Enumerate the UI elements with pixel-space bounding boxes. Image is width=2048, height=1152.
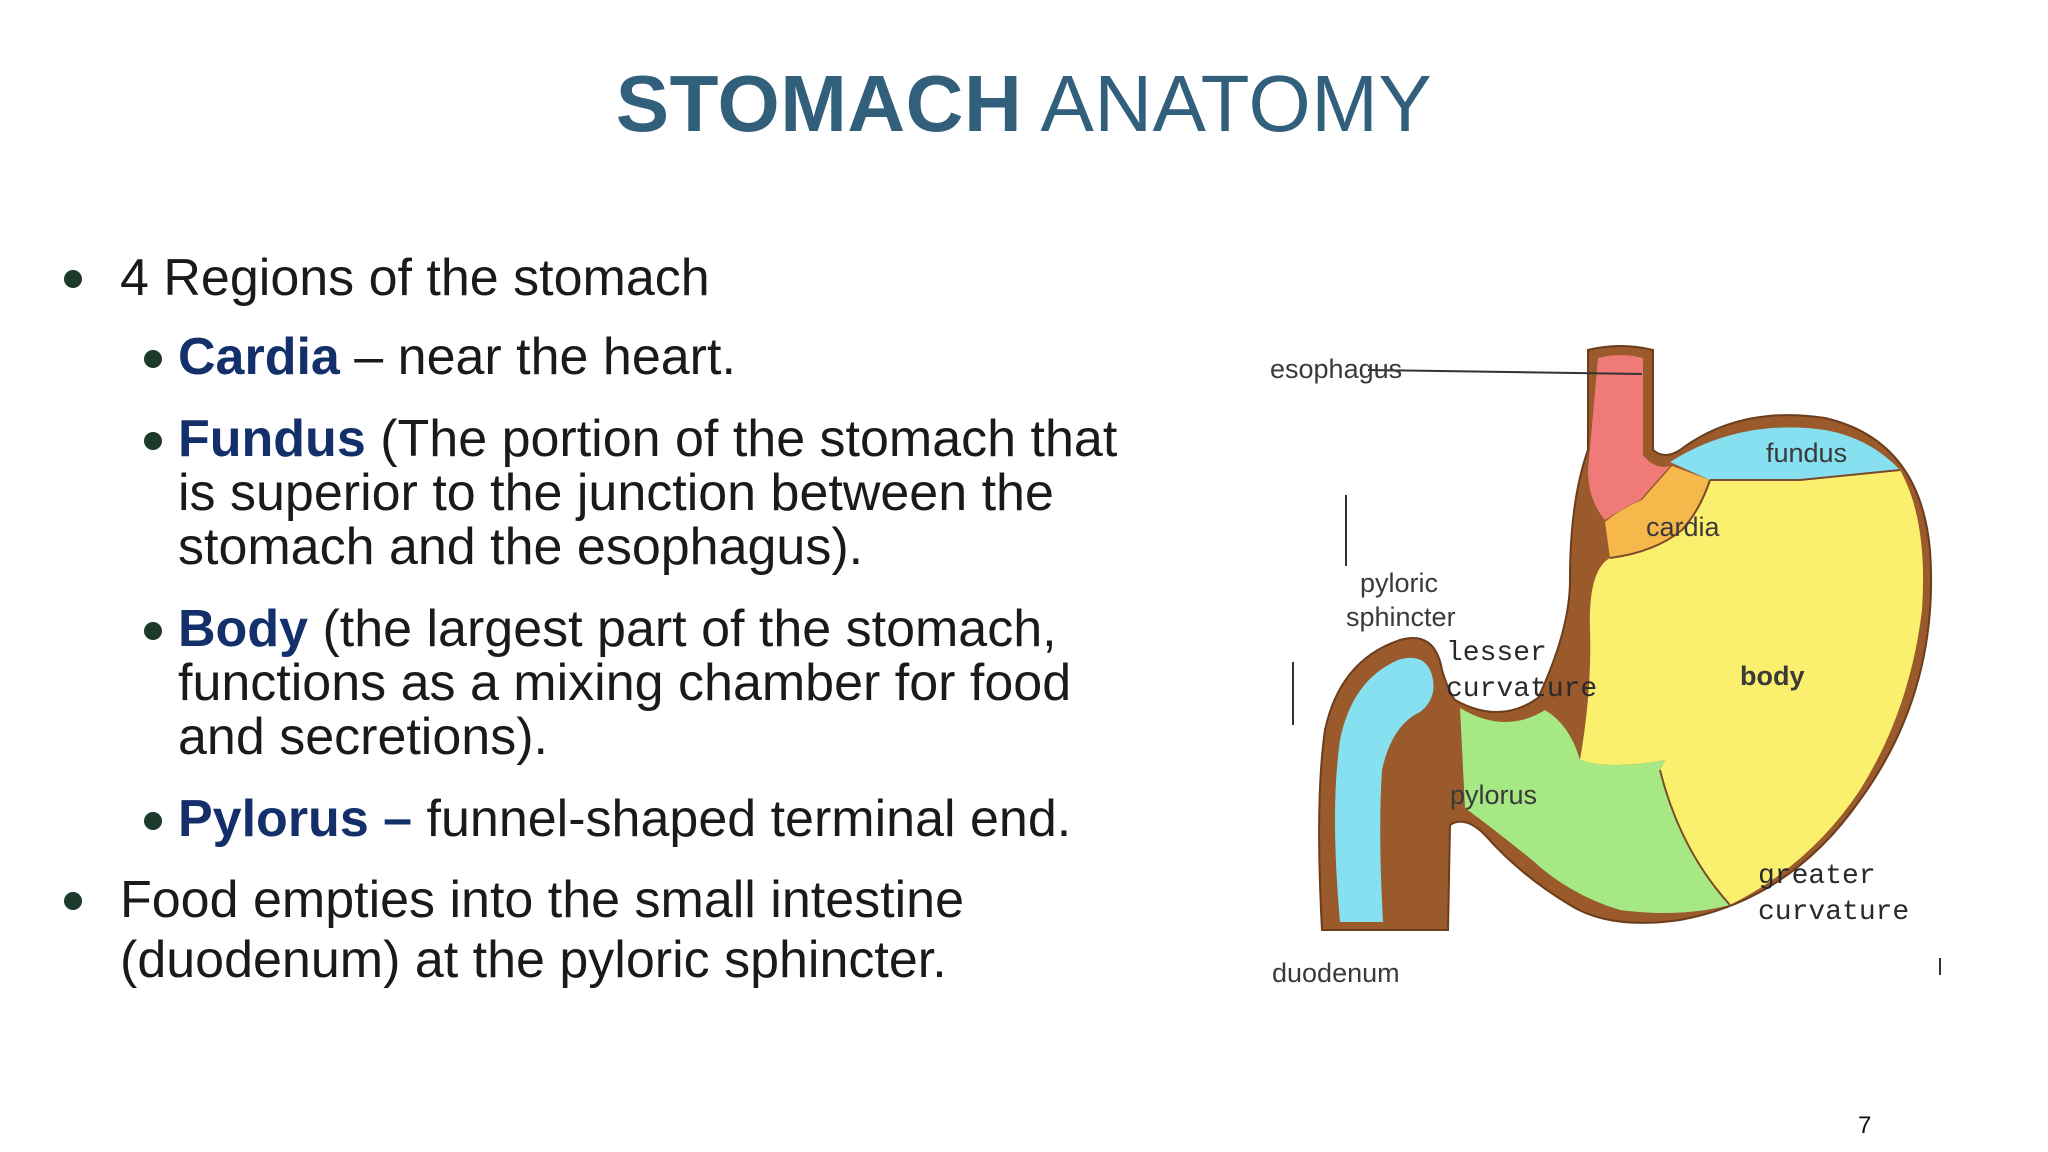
- duodenum-region: [1335, 657, 1434, 922]
- text-body: (the largest part of the stomach, functi…: [178, 600, 1072, 766]
- stomach-diagram-svg: esophagus fundus cardia pyloric sphincte…: [1270, 345, 1941, 988]
- bullet-regions-text: 4 Regions of the stomach: [120, 249, 710, 307]
- label-sphincter: sphincter: [1346, 602, 1456, 632]
- label-esophagus: esophagus: [1270, 354, 1402, 384]
- title-bold: STOMACH: [615, 59, 1023, 148]
- separator-body-pylorus: [1659, 769, 1731, 906]
- bullet-dot: [144, 350, 162, 368]
- stomach-diagram: esophagus fundus cardia pyloric sphincte…: [1270, 330, 1970, 1010]
- bullet-dot: [144, 432, 162, 450]
- bullet-regions: 4 Regions of the stomach: [58, 248, 1168, 308]
- term-fundus: Fundus: [178, 410, 366, 468]
- text-fundus: (The portion of the stomach that is supe…: [178, 410, 1118, 576]
- bullet-fundus: Fundus (The portion of the stomach that …: [144, 410, 1168, 576]
- text-pylorus: funnel-shaped terminal end.: [412, 790, 1072, 848]
- term-cardia: Cardia: [178, 328, 340, 386]
- body-region: [1580, 470, 1924, 905]
- bullet-food-text: Food empties into the small intestine (d…: [120, 871, 964, 989]
- label-fundus: fundus: [1766, 438, 1847, 468]
- fundus-region: [1670, 427, 1900, 480]
- esophagus-leader: [1367, 369, 1643, 375]
- label-pylorus: pylorus: [1450, 780, 1537, 810]
- separator-fundus: [1710, 469, 1901, 481]
- bullet-dot: [64, 892, 82, 910]
- label-body: body: [1740, 661, 1805, 691]
- page-number: 7: [1858, 1112, 1872, 1139]
- esophagus-region: [1588, 355, 1670, 520]
- label-greater: greater: [1758, 861, 1876, 892]
- bullet-pylorus: Pylorus – funnel-shaped terminal end.: [144, 790, 1168, 848]
- title-regular: ANATOMY: [1040, 59, 1433, 148]
- text-cardia: – near the heart.: [339, 328, 736, 386]
- pylorus-region: [1460, 708, 1730, 914]
- term-body: Body: [178, 600, 308, 658]
- term-pylorus: Pylorus –: [178, 790, 413, 848]
- label-lesser: lesser: [1446, 638, 1547, 669]
- label-greater-curvature: curvature: [1758, 897, 1909, 928]
- label-lesser-curvature: curvature: [1446, 674, 1597, 705]
- bullet-cardia: Cardia – near the heart.: [144, 328, 1168, 386]
- bullet-list: 4 Regions of the stomach Cardia – near t…: [58, 248, 1168, 990]
- bullet-body: Body (the largest part of the stomach, f…: [144, 600, 1168, 766]
- separator-cardia: [1609, 479, 1711, 559]
- label-duodenum: duodenum: [1272, 958, 1400, 988]
- bullet-dot: [144, 622, 162, 640]
- bullet-dot: [64, 270, 82, 288]
- slide-title: STOMACH ANATOMY: [0, 58, 2048, 150]
- label-cardia: cardia: [1646, 512, 1721, 542]
- cardia-region: [1605, 466, 1710, 558]
- label-pyloric: pyloric: [1360, 568, 1438, 598]
- bullet-food: Food empties into the small intestine (d…: [58, 870, 1168, 990]
- bullet-dot: [144, 812, 162, 830]
